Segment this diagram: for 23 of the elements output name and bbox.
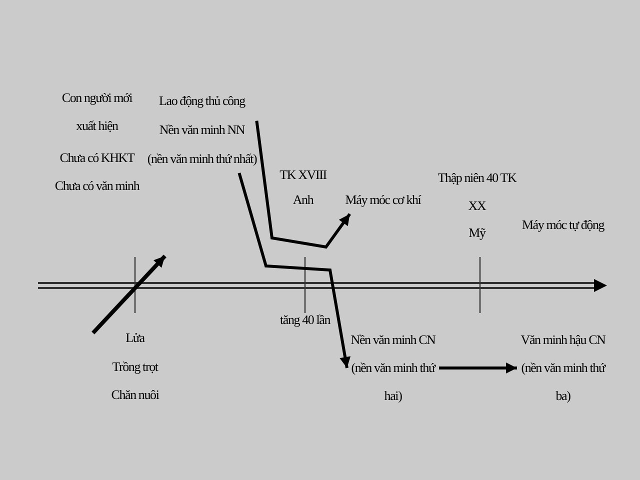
civilization-subtitle: (nền văn minh thứ hai) <box>350 359 437 405</box>
civilization-title: Nền văn minh CN <box>350 331 436 349</box>
civilization-title: Văn minh hậu CN <box>520 331 606 349</box>
description-text: Con người mới xuất hiện <box>60 89 134 135</box>
civilization-title: Nền văn minh NN <box>159 121 245 139</box>
civilization-subtitle: (nền văn minh thứ ba) <box>520 359 607 405</box>
country-label: Mỹ <box>468 224 486 242</box>
connector-arrow <box>439 362 517 374</box>
description-text: Chưa có văn minh <box>54 177 140 195</box>
period-label: Thập niên 40 TK XX <box>436 169 518 215</box>
growth-note: tăng 40 lần <box>280 311 330 329</box>
milestone-label: Chăn nuôi <box>111 386 159 404</box>
period-label: TK XVIII <box>280 166 326 184</box>
connector-arrow <box>238 172 351 368</box>
technology-label: Máy móc cơ khí <box>345 186 421 214</box>
technology-label: Máy móc tự động <box>522 216 604 234</box>
civilization-subtitle: (nền văn minh thứ nhất) <box>147 150 257 168</box>
country-label: Anh <box>292 191 314 209</box>
milestone-label: Trồng trọt <box>112 358 158 376</box>
connector-arrow <box>255 120 352 249</box>
activity-text: Lao động thủ công <box>159 92 245 110</box>
description-text: Chưa có KHKT <box>60 149 134 167</box>
milestone-label: Lửa <box>126 329 144 347</box>
